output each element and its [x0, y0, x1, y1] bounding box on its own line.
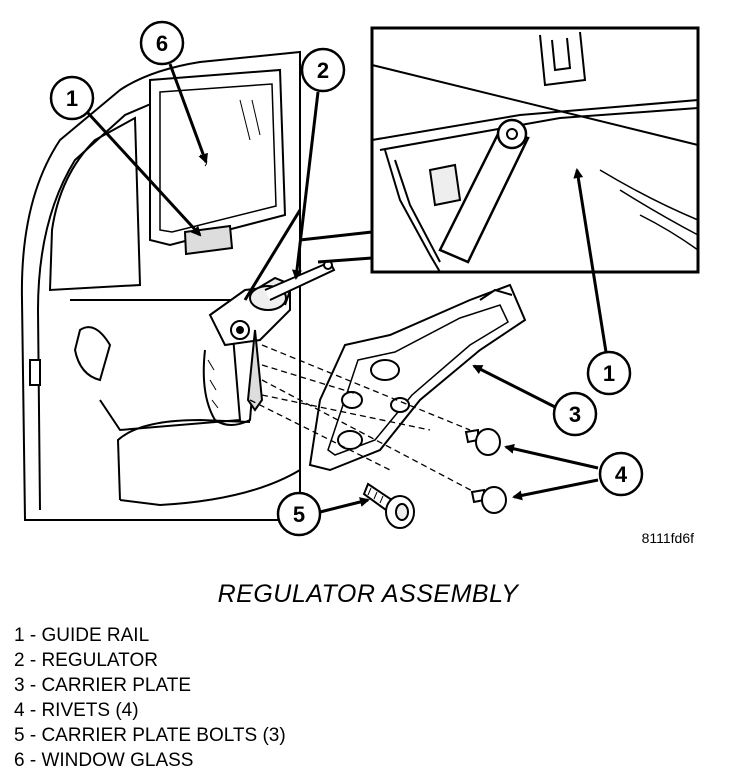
svg-text:2: 2	[317, 58, 329, 83]
rivet-group	[464, 428, 507, 514]
inset-leader	[299, 230, 373, 264]
legend-item: 3 - CARRIER PLATE	[14, 675, 192, 696]
legend-item: 5 - CARRIER PLATE BOLTS (3)	[14, 725, 286, 746]
diagram-title: REGULATOR ASSEMBLY	[217, 580, 519, 608]
leader-5	[319, 497, 370, 514]
leader-1-left	[86, 111, 202, 237]
door-outline	[20, 50, 301, 521]
svg-text:3: 3	[569, 402, 581, 427]
svg-text:1: 1	[66, 86, 78, 111]
svg-text:6: 6	[156, 31, 168, 56]
leader-4-top	[504, 443, 599, 470]
leader-2	[291, 91, 320, 280]
leader-lines	[86, 63, 608, 514]
svg-text:5: 5	[293, 502, 305, 527]
callout-2: 2	[300, 47, 346, 93]
regulator-assembly-illustration: 1 2 6 1 3 4 5	[20, 20, 700, 537]
leader-6	[168, 63, 208, 164]
legend-item: 6 - WINDOW GLASS	[14, 750, 194, 771]
callout-3: 3	[552, 391, 598, 437]
callout-6: 6	[139, 20, 185, 66]
leader-3	[472, 364, 556, 409]
legend-item: 1 - GUIDE RAIL	[14, 625, 150, 646]
callout-5: 5	[276, 491, 322, 537]
assembly-dashed-lines	[249, 344, 481, 496]
regulator-mechanism	[202, 209, 336, 426]
window-glass	[149, 68, 287, 256]
carrier-plate-bolt	[362, 482, 415, 529]
legend-item: 2 - REGULATOR	[14, 650, 158, 671]
callout-1-left: 1	[49, 75, 95, 121]
leader-1-inset	[573, 168, 608, 353]
callout-1-inset: 1	[586, 350, 632, 396]
leader-4-bottom	[512, 478, 599, 501]
callout-4: 4	[598, 451, 644, 497]
inset-detail	[370, 26, 700, 274]
svg-text:4: 4	[615, 462, 628, 487]
parts-legend: 1 - GUIDE RAIL 2 - REGULATOR 3 - CARRIER…	[14, 623, 286, 773]
legend-item: 4 - RIVETS (4)	[14, 700, 139, 721]
figure-code: 8111fd6f	[641, 530, 694, 546]
svg-text:1: 1	[603, 361, 615, 386]
